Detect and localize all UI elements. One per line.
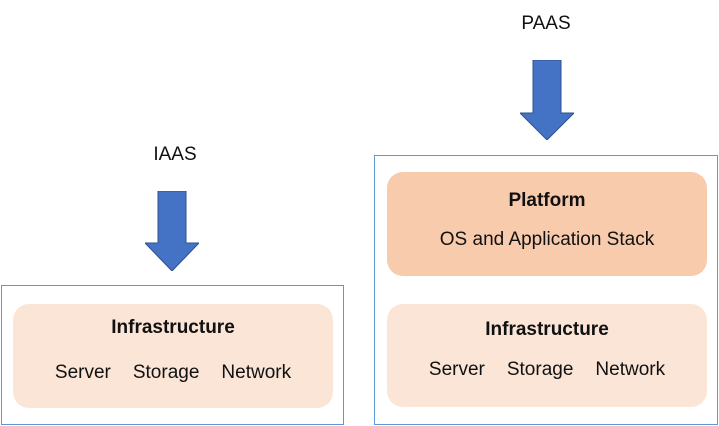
paas-item-server: Server	[428, 359, 485, 380]
iaas-down-arrow-icon	[145, 191, 199, 271]
paas-label: PAAS	[521, 13, 571, 34]
paas-down-arrow-icon	[520, 60, 574, 140]
paas-item-network: Network	[595, 359, 666, 380]
paas-infrastructure-title: Infrastructure	[485, 319, 609, 340]
iaas-item-network: Network	[221, 362, 292, 383]
iaas-item-storage: Storage	[132, 362, 200, 383]
iaas-infrastructure-items: Server Storage Network	[13, 363, 333, 382]
paas-platform-title: Platform	[508, 190, 586, 211]
paas-infrastructure-items: Server Storage Network	[387, 360, 707, 379]
paas-platform-panel: Platform OS and Application Stack	[387, 172, 707, 276]
iaas-infrastructure-panel: Infrastructure Server Storage Network	[13, 304, 333, 408]
paas-infrastructure-panel: Infrastructure Server Storage Network	[387, 304, 707, 407]
iaas-container: Infrastructure Server Storage Network	[1, 285, 344, 425]
iaas-infrastructure-title: Infrastructure	[111, 317, 235, 338]
paas-platform-subtitle: OS and Application Stack	[439, 229, 655, 250]
iaas-item-server: Server	[54, 362, 111, 383]
paas-container: Platform OS and Application Stack Infras…	[374, 155, 718, 425]
iaas-label: IAAS	[153, 144, 197, 165]
paas-item-storage: Storage	[506, 359, 574, 380]
